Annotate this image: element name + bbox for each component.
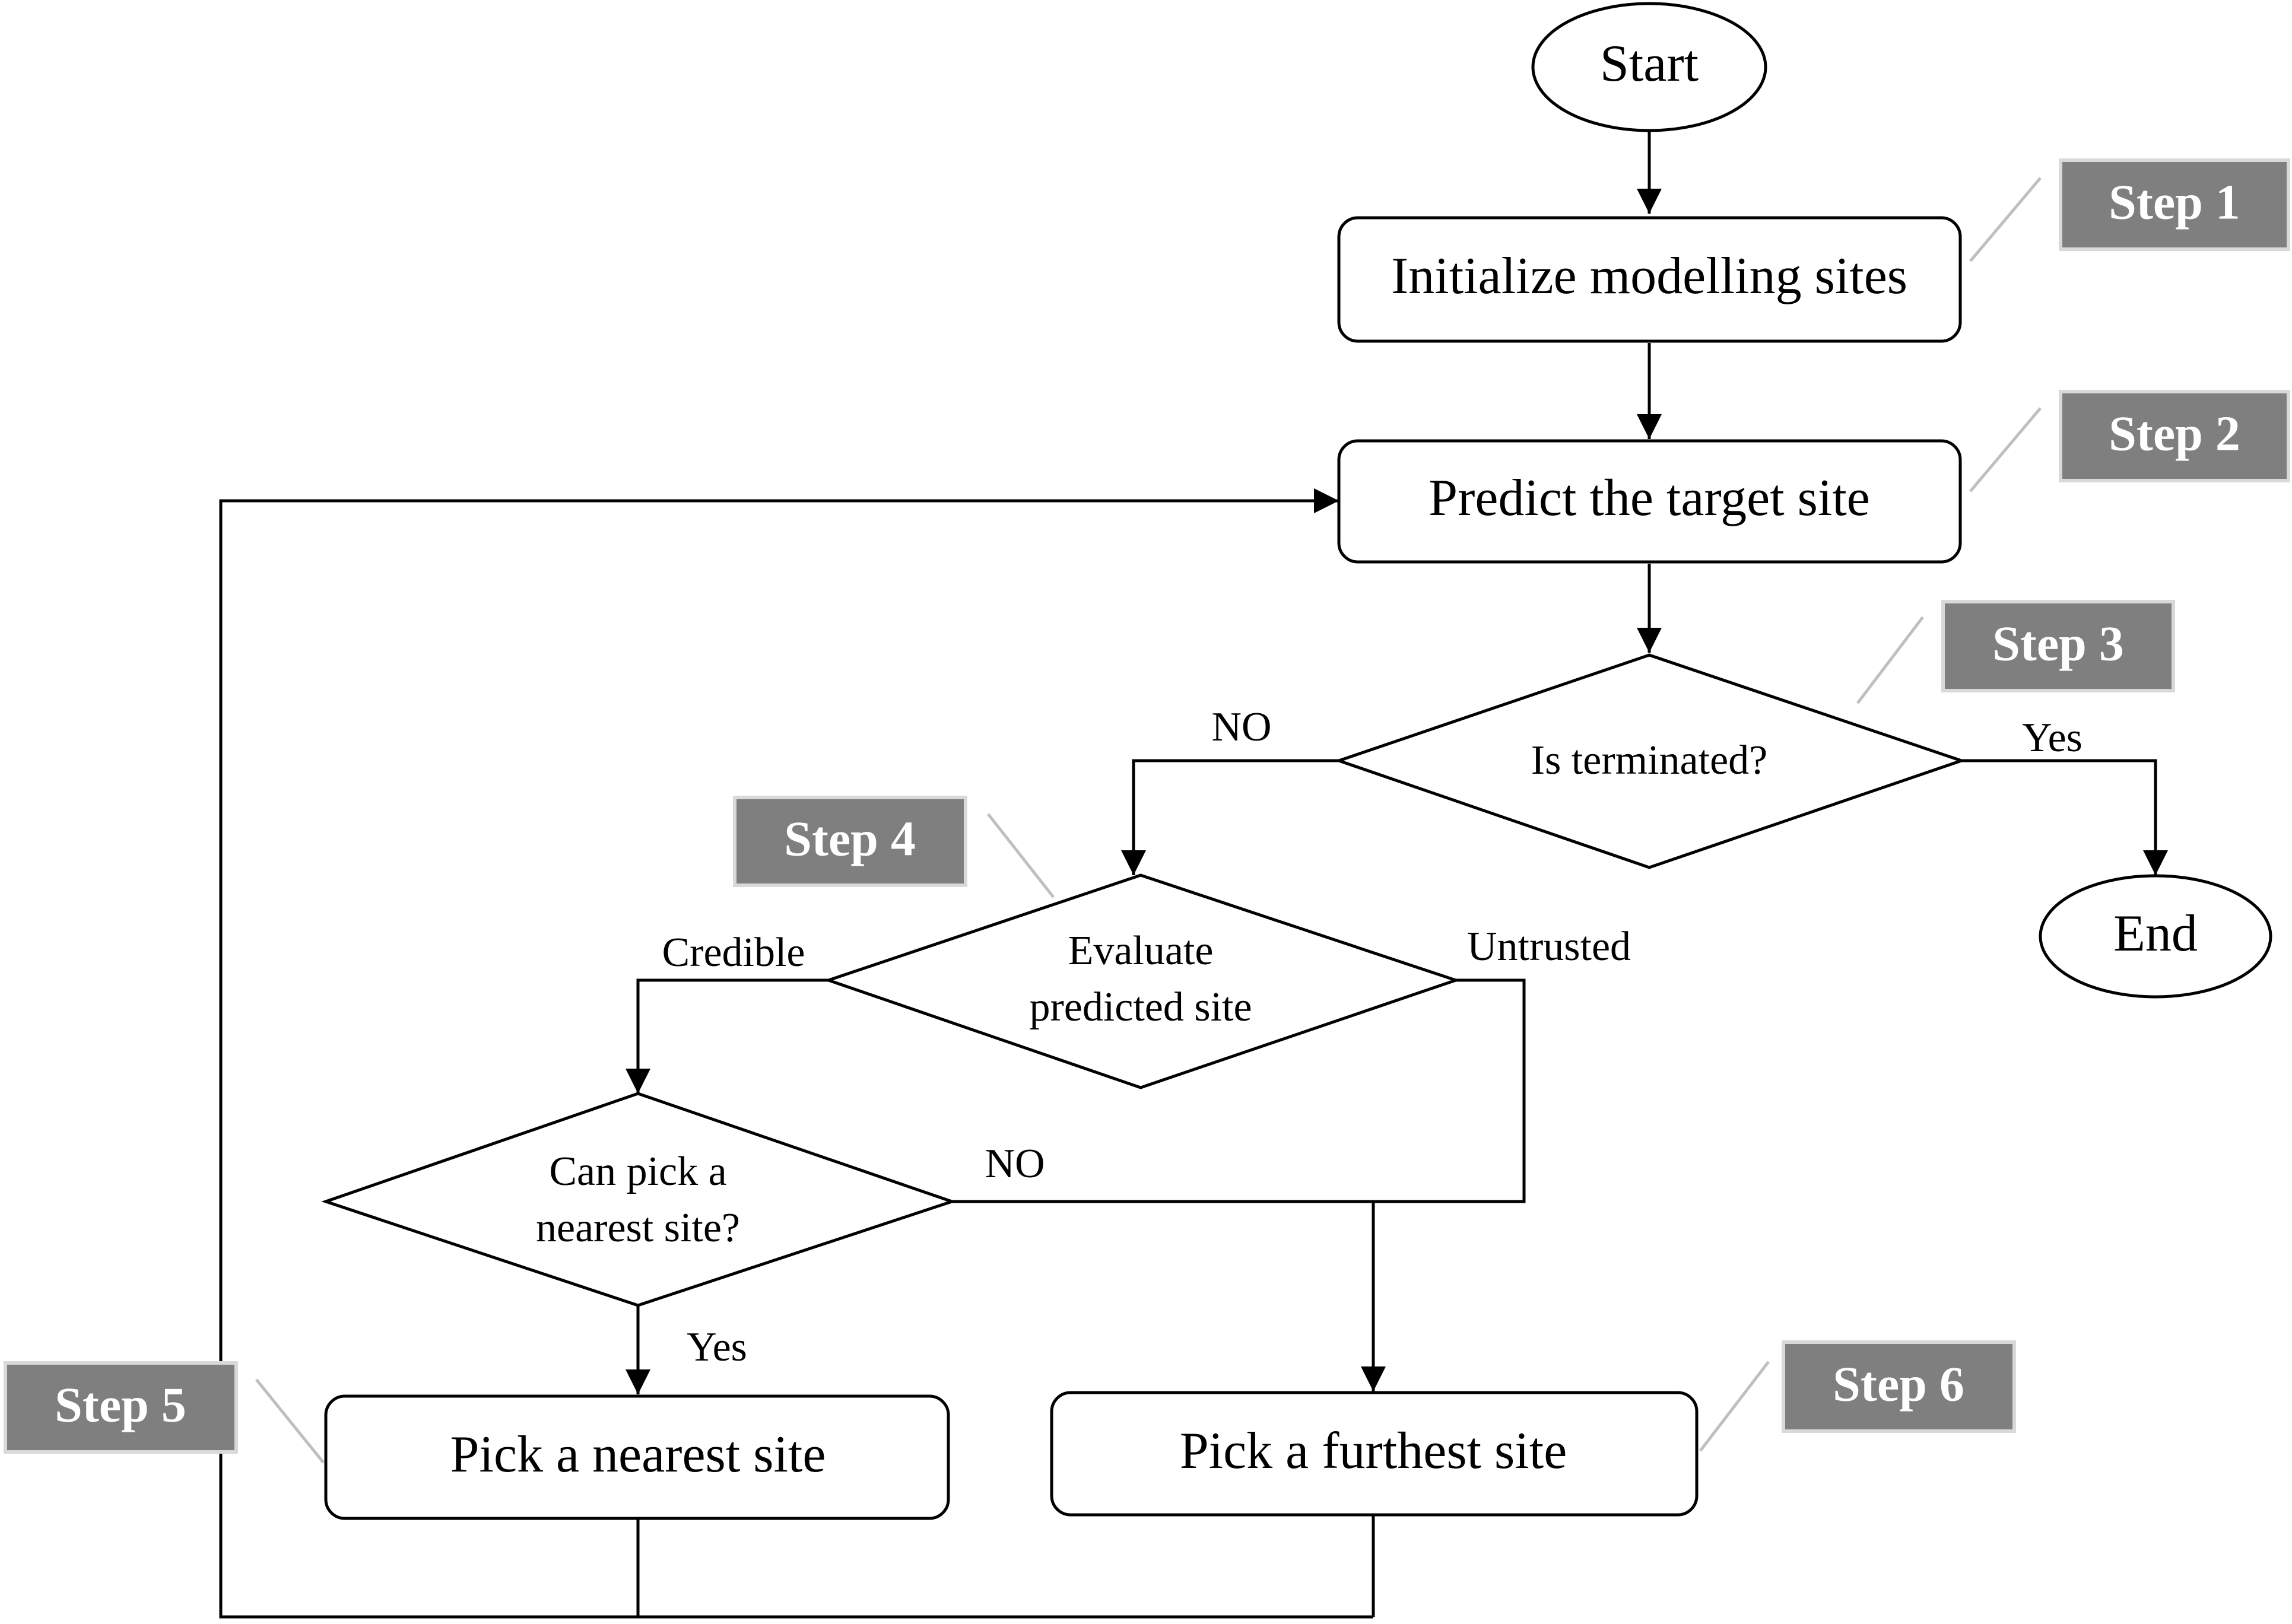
evaluate-decision — [824, 873, 1461, 1089]
step4-text: Step 4 — [784, 811, 916, 866]
edge-untrusted — [1373, 978, 1526, 1203]
step5-text: Step 5 — [55, 1377, 186, 1432]
can-pick-no-label: NO — [985, 1141, 1045, 1187]
start-node — [1531, 2, 1767, 132]
evaluate-label-line1: Evaluate — [1068, 928, 1214, 974]
step3-text: Step 3 — [1992, 616, 2124, 671]
terminated-no-label: NO — [1211, 704, 1271, 750]
can-pick-decision — [321, 1092, 957, 1307]
terminated-decision — [1334, 653, 1966, 869]
edge-terminated-no — [1121, 759, 1339, 875]
edge-can-pick-no — [952, 1200, 1386, 1391]
evaluate-label-line2: predicted site — [1029, 984, 1252, 1030]
step2-leader — [1969, 407, 2042, 492]
start-label: Start — [1600, 35, 1699, 93]
step5-tag — [4, 1361, 238, 1454]
can-pick-label-line2: nearest site? — [536, 1205, 740, 1251]
end-node — [2039, 874, 2272, 999]
step4-leader — [987, 813, 1055, 898]
step1-leader — [1969, 177, 2042, 262]
step6-text: Step 6 — [1833, 1356, 1964, 1412]
predict-label: Predict the target site — [1428, 469, 1870, 527]
step3-tag — [1941, 600, 2175, 692]
nearest-node — [324, 1394, 950, 1520]
step1-text: Step 1 — [2109, 174, 2240, 230]
step2-text: Step 2 — [2109, 406, 2240, 461]
untrusted-label: Untrusted — [1467, 924, 1631, 970]
step3-leader — [1856, 616, 1924, 704]
terminated-label: Is terminated? — [1531, 738, 1767, 783]
can-pick-label-line1: Can pick a — [549, 1149, 726, 1194]
terminated-yes-label: Yes — [2022, 715, 2083, 761]
furthest-label: Pick a furthest site — [1180, 1422, 1567, 1480]
edge-terminated-yes — [1961, 759, 2168, 875]
edge-credible — [626, 978, 828, 1094]
init-node — [1337, 216, 1962, 343]
connectors — [219, 132, 2168, 1619]
step4-tag — [733, 796, 967, 887]
predict-node — [1337, 439, 1962, 564]
init-label: Initialize modelling sites — [1391, 247, 1907, 305]
furthest-node — [1050, 1391, 1699, 1517]
can-pick-yes-label: Yes — [687, 1324, 747, 1370]
nearest-label: Pick a nearest site — [450, 1426, 826, 1483]
step2-tag — [2059, 390, 2290, 482]
end-label: End — [2113, 905, 2198, 962]
step6-leader — [1699, 1361, 1770, 1452]
step6-tag — [1782, 1340, 2016, 1433]
step1-tag — [2059, 158, 2290, 251]
step5-leader — [255, 1378, 325, 1464]
credible-label: Credible — [662, 930, 805, 975]
edge-loop-back — [219, 488, 1373, 1619]
step-tags: Step 1 Step 2 Step 3 Step 4 Step 5 Step … — [4, 158, 2290, 1464]
